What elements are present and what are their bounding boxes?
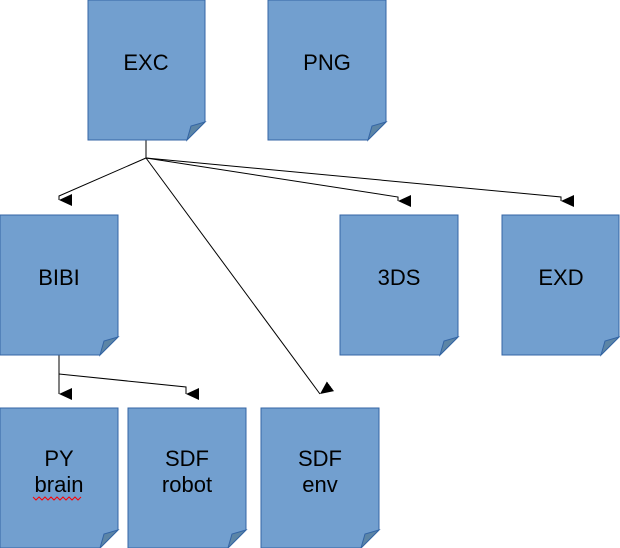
node-label: EXD: [538, 265, 583, 290]
document-fold: [599, 336, 620, 357]
document-fold: [98, 335, 120, 357]
node-png: PNG: [267, 0, 388, 142]
spellcheck-underline: [32, 496, 82, 501]
connector-exc-to-bibi: [58, 157, 147, 206]
node-label-line-1: PY: [44, 446, 74, 471]
document-fold: [227, 528, 248, 548]
connector-exc-to-sdf-env: [145, 157, 335, 395]
node-label-line-1: SDF: [165, 446, 209, 471]
document-fold: [438, 335, 460, 357]
connector-bibi-to-sdf-robot: [58, 373, 199, 400]
node-bibi: BIBI: [0, 214, 120, 357]
node-label-line-2: env: [302, 472, 337, 497]
node-sdf-robot: SDF robot: [127, 407, 248, 548]
node-label: EXC: [123, 50, 168, 75]
node-3ds: 3DS: [339, 214, 460, 357]
connector-exc-to-3ds: [145, 157, 411, 207]
document-fold: [360, 528, 381, 548]
node-label-line-2: robot: [162, 472, 212, 497]
node-exc: EXC: [87, 0, 207, 142]
node-sdf-env: SDF env: [260, 407, 381, 548]
connectors: [58, 140, 574, 400]
node-label-line-1: SDF: [298, 446, 342, 471]
document-fold: [99, 528, 120, 548]
node-label: PNG: [303, 50, 351, 75]
node-label-line-2: brain: [35, 472, 84, 497]
node-label: BIBI: [38, 265, 80, 290]
document-fold: [185, 120, 207, 142]
node-label: 3DS: [378, 265, 421, 290]
node-exd: EXD: [501, 214, 620, 357]
node-py-brain: PY brain: [0, 407, 120, 548]
document-fold: [366, 120, 388, 142]
connector-exc-to-exd: [145, 157, 574, 207]
